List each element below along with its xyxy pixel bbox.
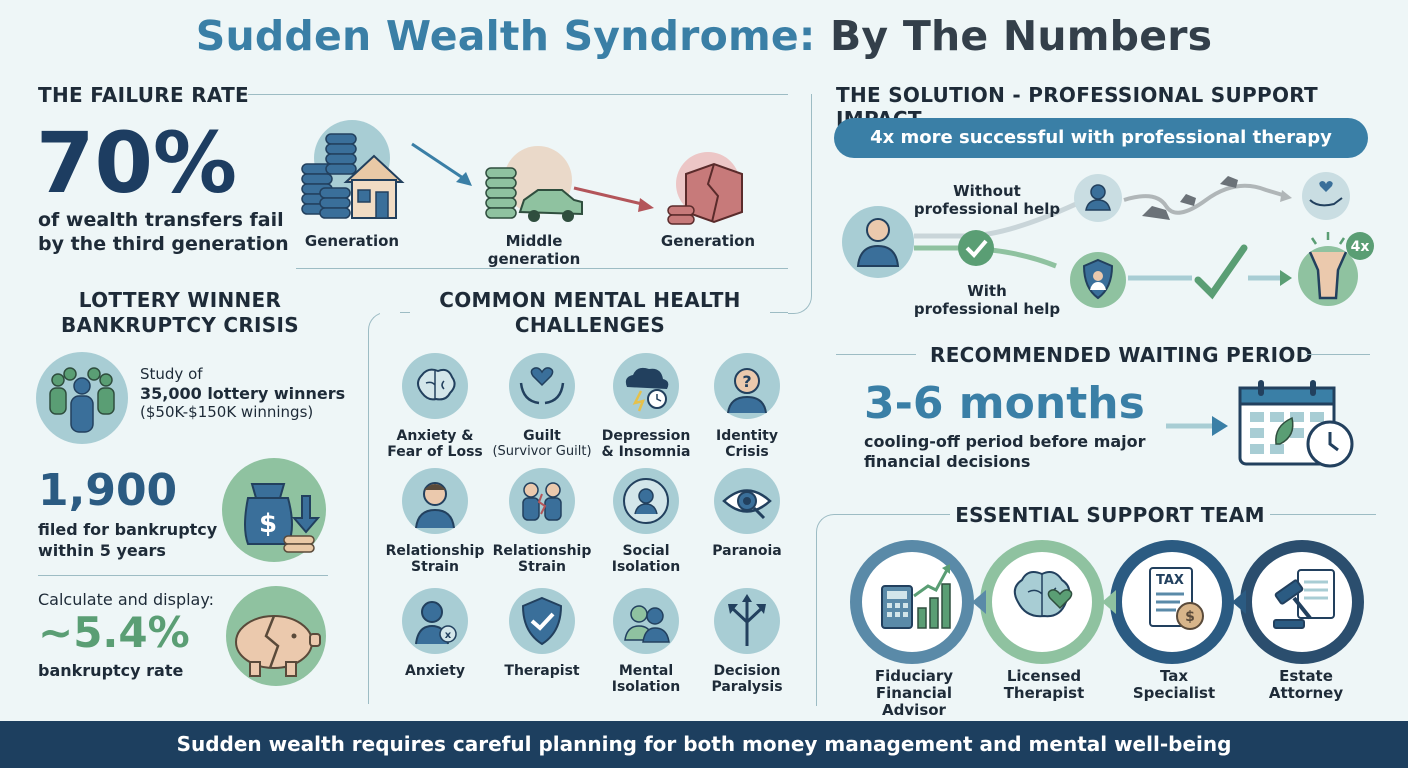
failure-bottom-rule bbox=[296, 268, 788, 269]
person-icon bbox=[402, 468, 468, 534]
stage-label-1: Generation bbox=[304, 232, 400, 250]
calendar-clock-icon bbox=[1238, 378, 1358, 470]
anxious-person-icon: x bbox=[402, 588, 468, 654]
arrow-down-right-icon bbox=[410, 140, 476, 190]
bankruptcy-rate-label: bankruptcy rate bbox=[38, 661, 184, 680]
solution-diagram: 4x bbox=[836, 170, 1376, 330]
mh-item-guilt: Guilt (Survivor Guilt) bbox=[487, 353, 597, 460]
arrow-right-icon bbox=[572, 180, 662, 220]
mh-item-paranoia: Paranoia bbox=[692, 468, 802, 559]
gavel-document-icon bbox=[1270, 562, 1344, 636]
money-bag-icon: $ bbox=[218, 458, 328, 562]
mh-item-anxiety: x Anxiety bbox=[380, 588, 490, 679]
coins-car-icon bbox=[482, 144, 592, 234]
waiting-desc: cooling-off period before major financia… bbox=[864, 432, 1146, 471]
without-help-label: Without professional help bbox=[913, 182, 1061, 218]
lottery-rule bbox=[38, 575, 328, 576]
broken-box-icon bbox=[664, 150, 754, 230]
title-part-1: Sudden Wealth Syndrome: bbox=[195, 12, 816, 60]
broken-piggy-bank-icon bbox=[222, 586, 330, 686]
eye-icon bbox=[714, 468, 780, 534]
storm-cloud-icon bbox=[613, 353, 679, 419]
failure-desc: of wealth transfers fail by the third ge… bbox=[38, 209, 289, 255]
title-part-2: By The Numbers bbox=[829, 12, 1213, 60]
page-title: Sudden Wealth Syndrome: By The Numbers bbox=[0, 12, 1408, 60]
tax-document-icon: TAX $ bbox=[1140, 562, 1214, 636]
with-help-label: With professional help bbox=[913, 282, 1061, 318]
arrow-right-icon bbox=[1164, 414, 1234, 438]
mh-item-social-isolation: Social Isolation bbox=[591, 468, 701, 575]
tax-label: TAX bbox=[1156, 573, 1184, 588]
split-arrows-icon bbox=[714, 588, 780, 654]
failure-stat: 70% bbox=[36, 114, 238, 212]
bankruptcy-count: 1,900 bbox=[38, 465, 178, 516]
mh-item-decision-paralysis: Decision Paralysis bbox=[692, 588, 802, 695]
question-person-icon: ? bbox=[714, 353, 780, 419]
heart-hands-icon bbox=[509, 353, 575, 419]
mh-item-relationship-strain-1: Relationship Strain bbox=[380, 468, 490, 575]
lottery-study: Study of 35,000 lottery winners ($50K-$1… bbox=[140, 365, 346, 421]
failure-heading: THE FAILURE RATE bbox=[38, 83, 250, 107]
mh-item-depression: Depression & Insomnia bbox=[591, 353, 701, 460]
failure-rule bbox=[248, 94, 788, 95]
mh-item-mental-isolation: Mental Isolation bbox=[591, 588, 701, 695]
crowd-icon bbox=[36, 352, 128, 444]
stage-label-3: Generation bbox=[660, 232, 756, 250]
brain-icon bbox=[402, 353, 468, 419]
stage-label-2: Middle generation bbox=[487, 232, 581, 268]
team-label-attorney: Estate Attorney bbox=[1268, 667, 1344, 702]
solution-banner: 4x more successful with professional the… bbox=[834, 118, 1368, 158]
bankruptcy-rate: ~5.4% bbox=[38, 608, 190, 657]
calculator-chart-icon bbox=[876, 562, 951, 636]
badge-4x: 4x bbox=[1351, 239, 1370, 255]
brain-heart-icon bbox=[1008, 562, 1082, 636]
two-people-icon bbox=[613, 588, 679, 654]
bankruptcy-count-desc: filed for bankruptcy within 5 years bbox=[38, 520, 218, 560]
mental-health-heading: COMMON MENTAL HEALTH CHALLENGES bbox=[410, 288, 770, 338]
isolated-person-icon bbox=[613, 468, 679, 534]
lottery-heading: LOTTERY WINNER BANKRUPTCY CRISIS bbox=[61, 288, 299, 337]
waiting-stat: 3-6 months bbox=[864, 378, 1145, 429]
team-label-therapist: Licensed Therapist bbox=[1003, 667, 1085, 702]
svg-text:$: $ bbox=[259, 509, 277, 539]
coins-house-icon bbox=[296, 118, 416, 228]
calc-label: Calculate and display: bbox=[38, 590, 215, 609]
svg-text:?: ? bbox=[742, 372, 751, 391]
mh-item-anxiety-fear: Anxiety & Fear of Loss bbox=[380, 353, 490, 460]
team-label-tax: Tax Specialist bbox=[1132, 667, 1216, 702]
waiting-heading: RECOMMENDED WAITING PERIOD bbox=[930, 343, 1313, 367]
mh-item-therapist: Therapist bbox=[487, 588, 597, 679]
team-heading: ESSENTIAL SUPPORT TEAM bbox=[950, 503, 1270, 527]
connector-line bbox=[788, 94, 812, 314]
svg-text:$: $ bbox=[1185, 609, 1195, 625]
mh-item-relationship-strain-2: Relationship Strain bbox=[487, 468, 597, 575]
mh-item-identity: ? Identity Crisis bbox=[692, 353, 802, 460]
team-label-advisor: Fiduciary Financial Advisor bbox=[874, 667, 954, 719]
svg-text:x: x bbox=[445, 630, 452, 641]
footer-banner: Sudden wealth requires careful planning … bbox=[0, 721, 1408, 768]
broken-couple-icon bbox=[509, 468, 575, 534]
shield-check-icon bbox=[509, 588, 575, 654]
